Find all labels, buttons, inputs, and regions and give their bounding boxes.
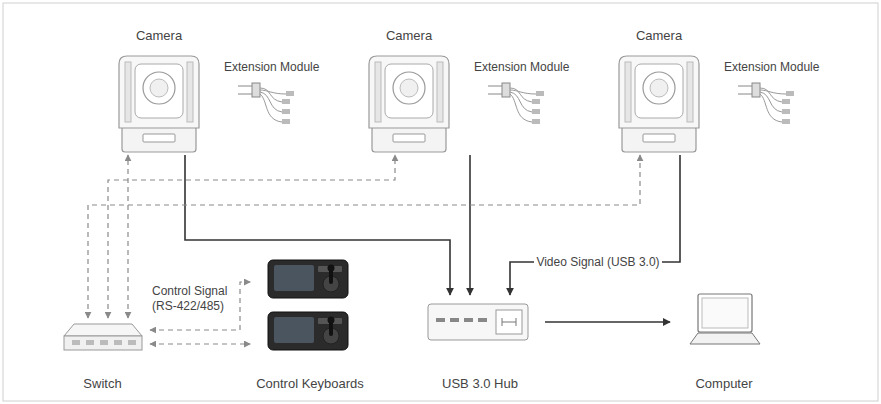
part-label: Extension Module [722,60,821,75]
control-line [88,155,640,318]
computer-node: Computer [670,285,778,392]
node-label: Switch [81,376,123,392]
signal-label: Video Signal (USB 3.0) [534,255,661,270]
usb-hub-device [428,304,528,340]
signal-label: Control Signal (RS-422/485) [150,284,238,314]
video-cable [469,155,471,295]
control-line [150,343,250,344]
camera-node: Camera [104,28,214,155]
part-label: Extension Module [472,60,571,75]
control-line [108,155,395,318]
node-label: Computer [693,376,754,392]
node-label: Camera [134,28,184,44]
camera-node: Camera [354,28,464,155]
node-label: Camera [384,28,434,44]
keyboard-node: Control Keyboards [250,254,370,392]
node-label: USB 3.0 Hub [440,376,520,392]
switch-device [64,324,142,350]
video-cable [545,321,670,323]
control-line [150,282,250,330]
laptop-device [690,294,760,344]
video-cable [510,155,680,295]
part-label: Extension Module [222,60,321,75]
hub-node: USB 3.0 Hub [415,295,545,392]
frame [3,3,878,401]
node-label: Camera [634,28,684,44]
video-cable [185,155,450,295]
camera-node: Camera [604,28,714,155]
node-label: Control Keyboards [254,376,366,392]
switch-node: Switch [55,318,150,392]
